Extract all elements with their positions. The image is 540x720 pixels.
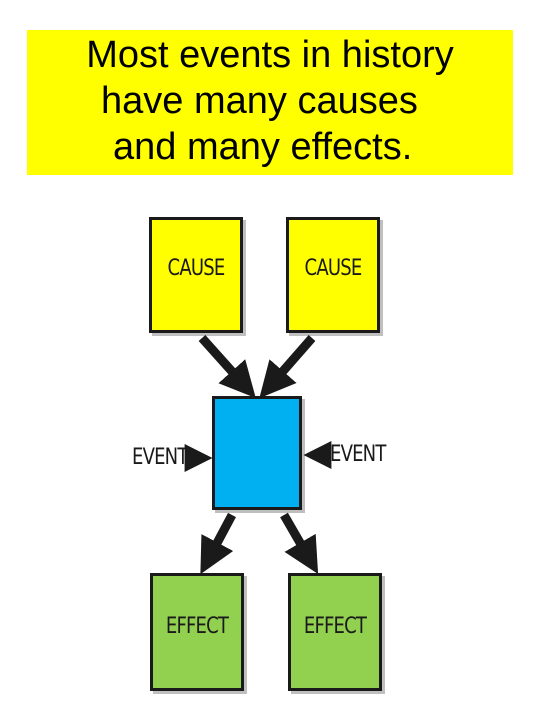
arrow-event-to-effect-right [280, 512, 319, 575]
headline-banner: Most events in history have many causes … [27, 30, 513, 175]
headline-line-2: have many causes [101, 80, 418, 122]
effect-box-right: EFFECT [288, 573, 382, 691]
event-label-right: EVENT [330, 442, 386, 467]
arrow-cause-right-to-event [259, 335, 316, 399]
cause-label: CAUSE [304, 256, 363, 281]
effect-box-left: EFFECT [150, 573, 244, 691]
effect-label: EFFECT [303, 614, 367, 639]
cause-label: CAUSE [167, 256, 226, 281]
cause-box-left: CAUSE [149, 217, 243, 333]
cause-box-right: CAUSE [286, 217, 380, 333]
arrow-cause-left-to-event [198, 334, 256, 399]
effect-label: EFFECT [165, 614, 229, 639]
arrow-event-to-effect-left [200, 512, 236, 575]
headline-line-3: and many effects. [113, 126, 413, 168]
event-box [212, 396, 302, 510]
event-label-left: EVENT [132, 445, 188, 470]
headline-line-1: Most events in history [86, 34, 454, 76]
